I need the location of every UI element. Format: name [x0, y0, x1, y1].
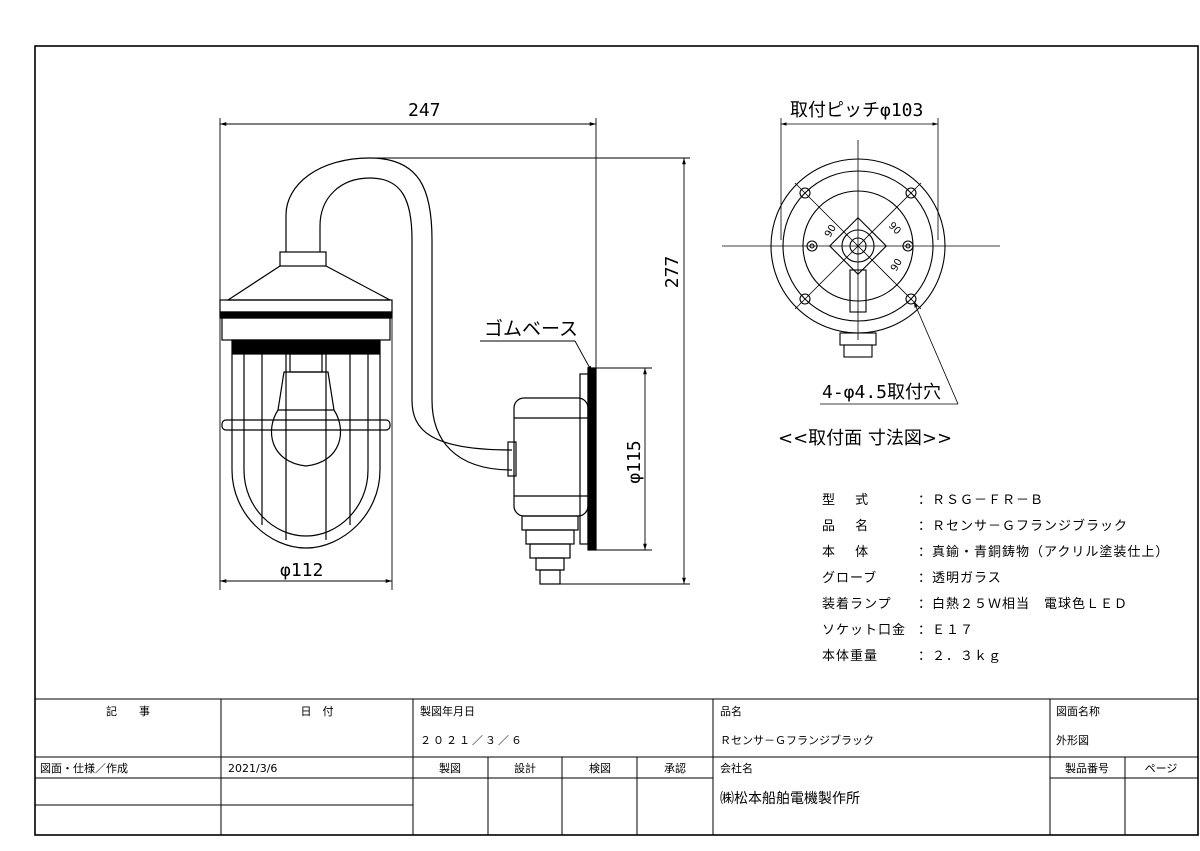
sensor: [535, 557, 565, 571]
hood-band: [219, 311, 393, 319]
mount-hole: [799, 187, 811, 199]
pitch-label: 取付ピッチφ103: [790, 100, 923, 121]
gooseneck-arm-outer: [285, 157, 513, 471]
spec-list: 型 式 ：ＲＳＧ－ＦＲ－Ｂ 品 名 ：Ｒセンサ－Ｇフランジブラック 本 体 ：真…: [822, 493, 1169, 664]
spec-label-weight: 本体重量: [822, 648, 878, 664]
tb-kenzu: 検図: [589, 761, 611, 775]
spec-value-model: ：ＲＳＧ－ＦＲ－Ｂ: [918, 493, 1044, 508]
spec-value-lamp: ：白熱２５Ｗ相当 電球色ＬＥＤ: [918, 596, 1128, 612]
tb-hizuke: 日 付: [301, 705, 334, 718]
lamp-hood: [225, 265, 391, 301]
dim-globe-diameter: φ112: [280, 560, 323, 581]
angle-label-a: 90: [823, 223, 839, 240]
tb-seihin-bango: 製品番号: [1065, 761, 1109, 775]
dim-base-diameter: φ115: [624, 440, 645, 483]
dim-width: 247: [408, 100, 441, 121]
spec-label-socket: ソケット口金: [822, 622, 906, 638]
spec-value-name: ：Ｒセンサ－Ｇフランジブラック: [918, 518, 1128, 534]
globe-ring: [231, 339, 381, 355]
spec-label-globe: グローブ: [822, 570, 877, 586]
tb-page: ページ: [1145, 762, 1178, 775]
spec-value-globe: ：透明ガラス: [918, 571, 1002, 586]
spec-value-body: ：真鍮・青銅鋳物（アクリル塗装仕上）: [918, 544, 1169, 560]
tb-zumen-meisho: 外形図: [1056, 734, 1089, 747]
spec-value-weight: ：２．３ｋｇ: [918, 649, 1002, 664]
tb-hinmei: Ｒセンサ－Ｇフランジブラック: [720, 733, 874, 747]
hole-label: 4-φ4.5取付穴: [822, 382, 941, 403]
mount-face-caption: <<取付面 寸法図>>: [778, 428, 952, 449]
gooseneck-arm-inner: [319, 177, 513, 451]
tb-seizu-date: ２０２１／３／６: [420, 734, 524, 747]
tb-kaisha-label: 会社名: [720, 761, 753, 775]
mounting-face-view: [722, 118, 1000, 405]
angle-label-b: 90: [886, 220, 903, 237]
base-housing: [513, 397, 589, 517]
tb-zumen-meisho-label: 図面名称: [1056, 704, 1100, 718]
tb-hinmei-label: 品名: [720, 704, 742, 718]
rubber-base: [587, 367, 597, 551]
spec-label-body: 本 体: [822, 545, 869, 560]
tb-row-date: 2021/3/6: [228, 762, 277, 775]
arm-collar: [279, 251, 327, 267]
tb-shonin: 承認: [664, 761, 686, 775]
angle-label-c: 90: [889, 257, 905, 274]
dim-height: 277: [662, 256, 683, 289]
glass-globe: [231, 354, 381, 549]
sheet-border: [34, 45, 1199, 836]
spec-value-socket: ：Ｅ１７: [918, 623, 974, 638]
bulb: [270, 409, 342, 467]
spec-label-name: 品 名: [822, 518, 869, 534]
side-dimensions: [219, 118, 690, 590]
lamp-side-view: [219, 157, 597, 585]
tb-row-label: 図面・仕様／作成: [40, 761, 128, 775]
tb-kaisha: ㈱松本船舶電機製作所: [720, 791, 860, 807]
spec-label-lamp: 装着ランプ: [822, 596, 892, 612]
tb-sekkei: 設計: [514, 761, 536, 775]
rubber-base-label: ゴムベース: [484, 318, 578, 340]
tb-seizu-nengappi: 製図年月日: [420, 704, 475, 718]
title-block: [35, 698, 1198, 835]
tb-kiji: 記 事: [106, 704, 150, 718]
hood-rim: [219, 299, 393, 313]
guard-band: [221, 419, 391, 431]
spec-label-model: 型 式: [822, 493, 869, 508]
tb-seizu: 製図: [439, 761, 461, 775]
